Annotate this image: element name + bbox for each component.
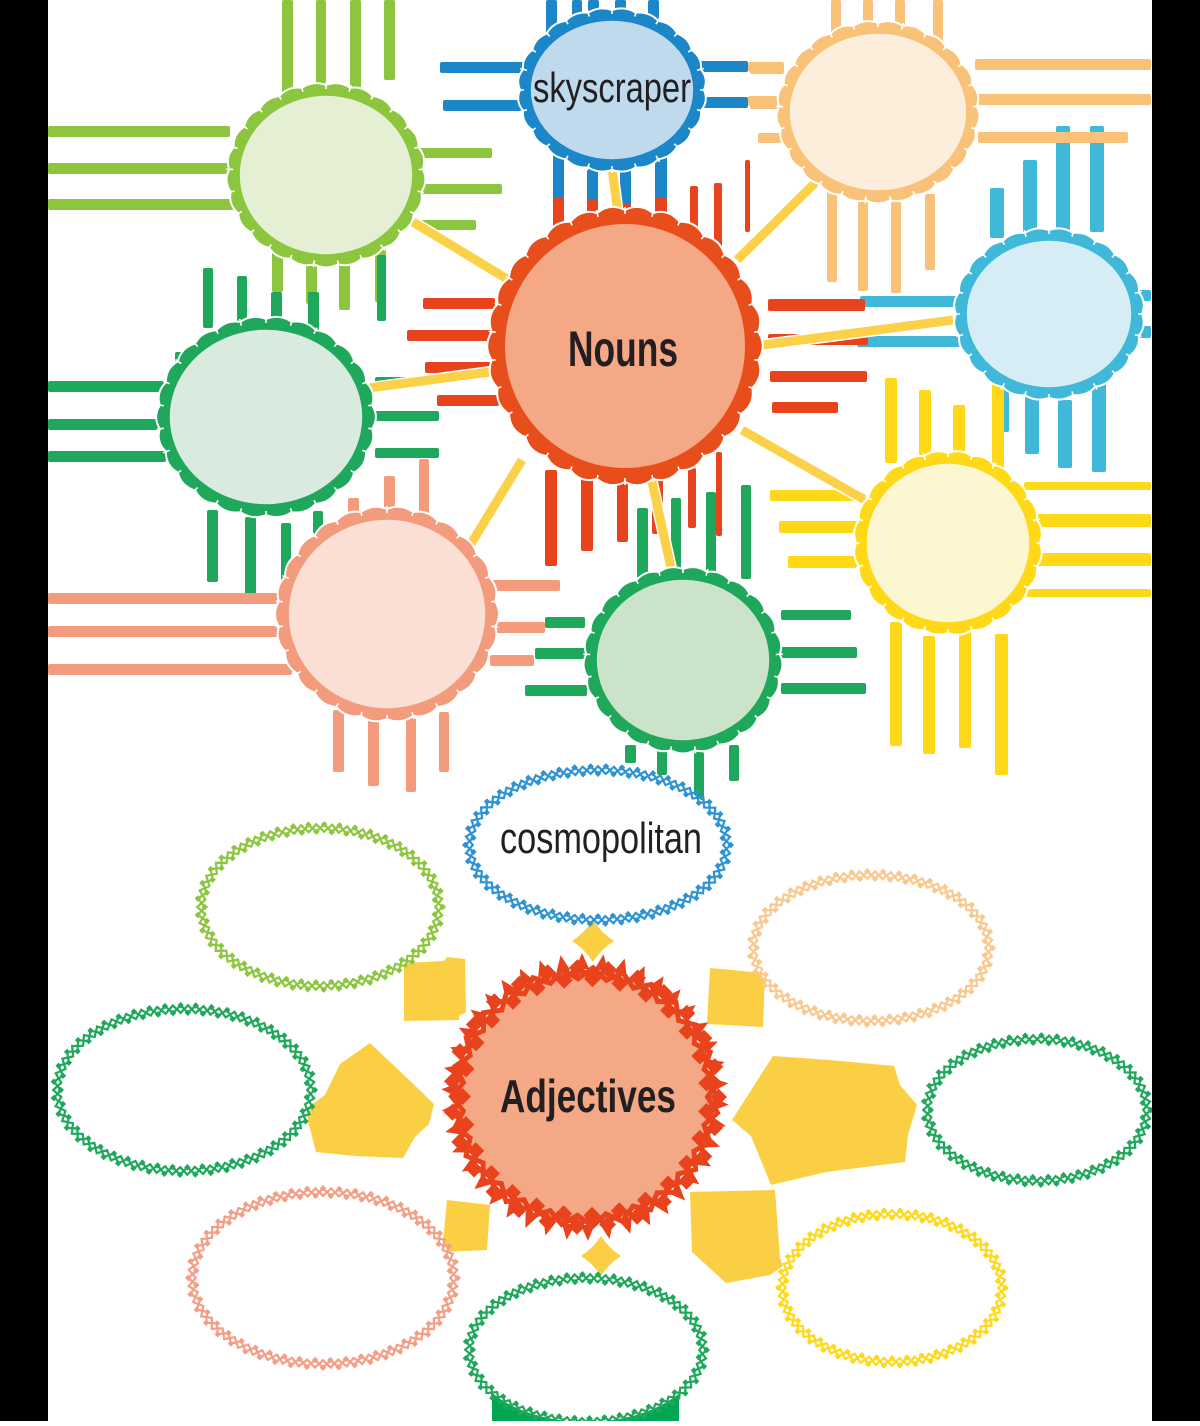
svg-text:Nouns: Nouns — [568, 321, 678, 377]
svg-text:skyscraper: skyscraper — [533, 64, 691, 111]
svg-text:Adjectives: Adjectives — [500, 1070, 676, 1122]
svg-text:cosmopolitan: cosmopolitan — [500, 814, 702, 863]
